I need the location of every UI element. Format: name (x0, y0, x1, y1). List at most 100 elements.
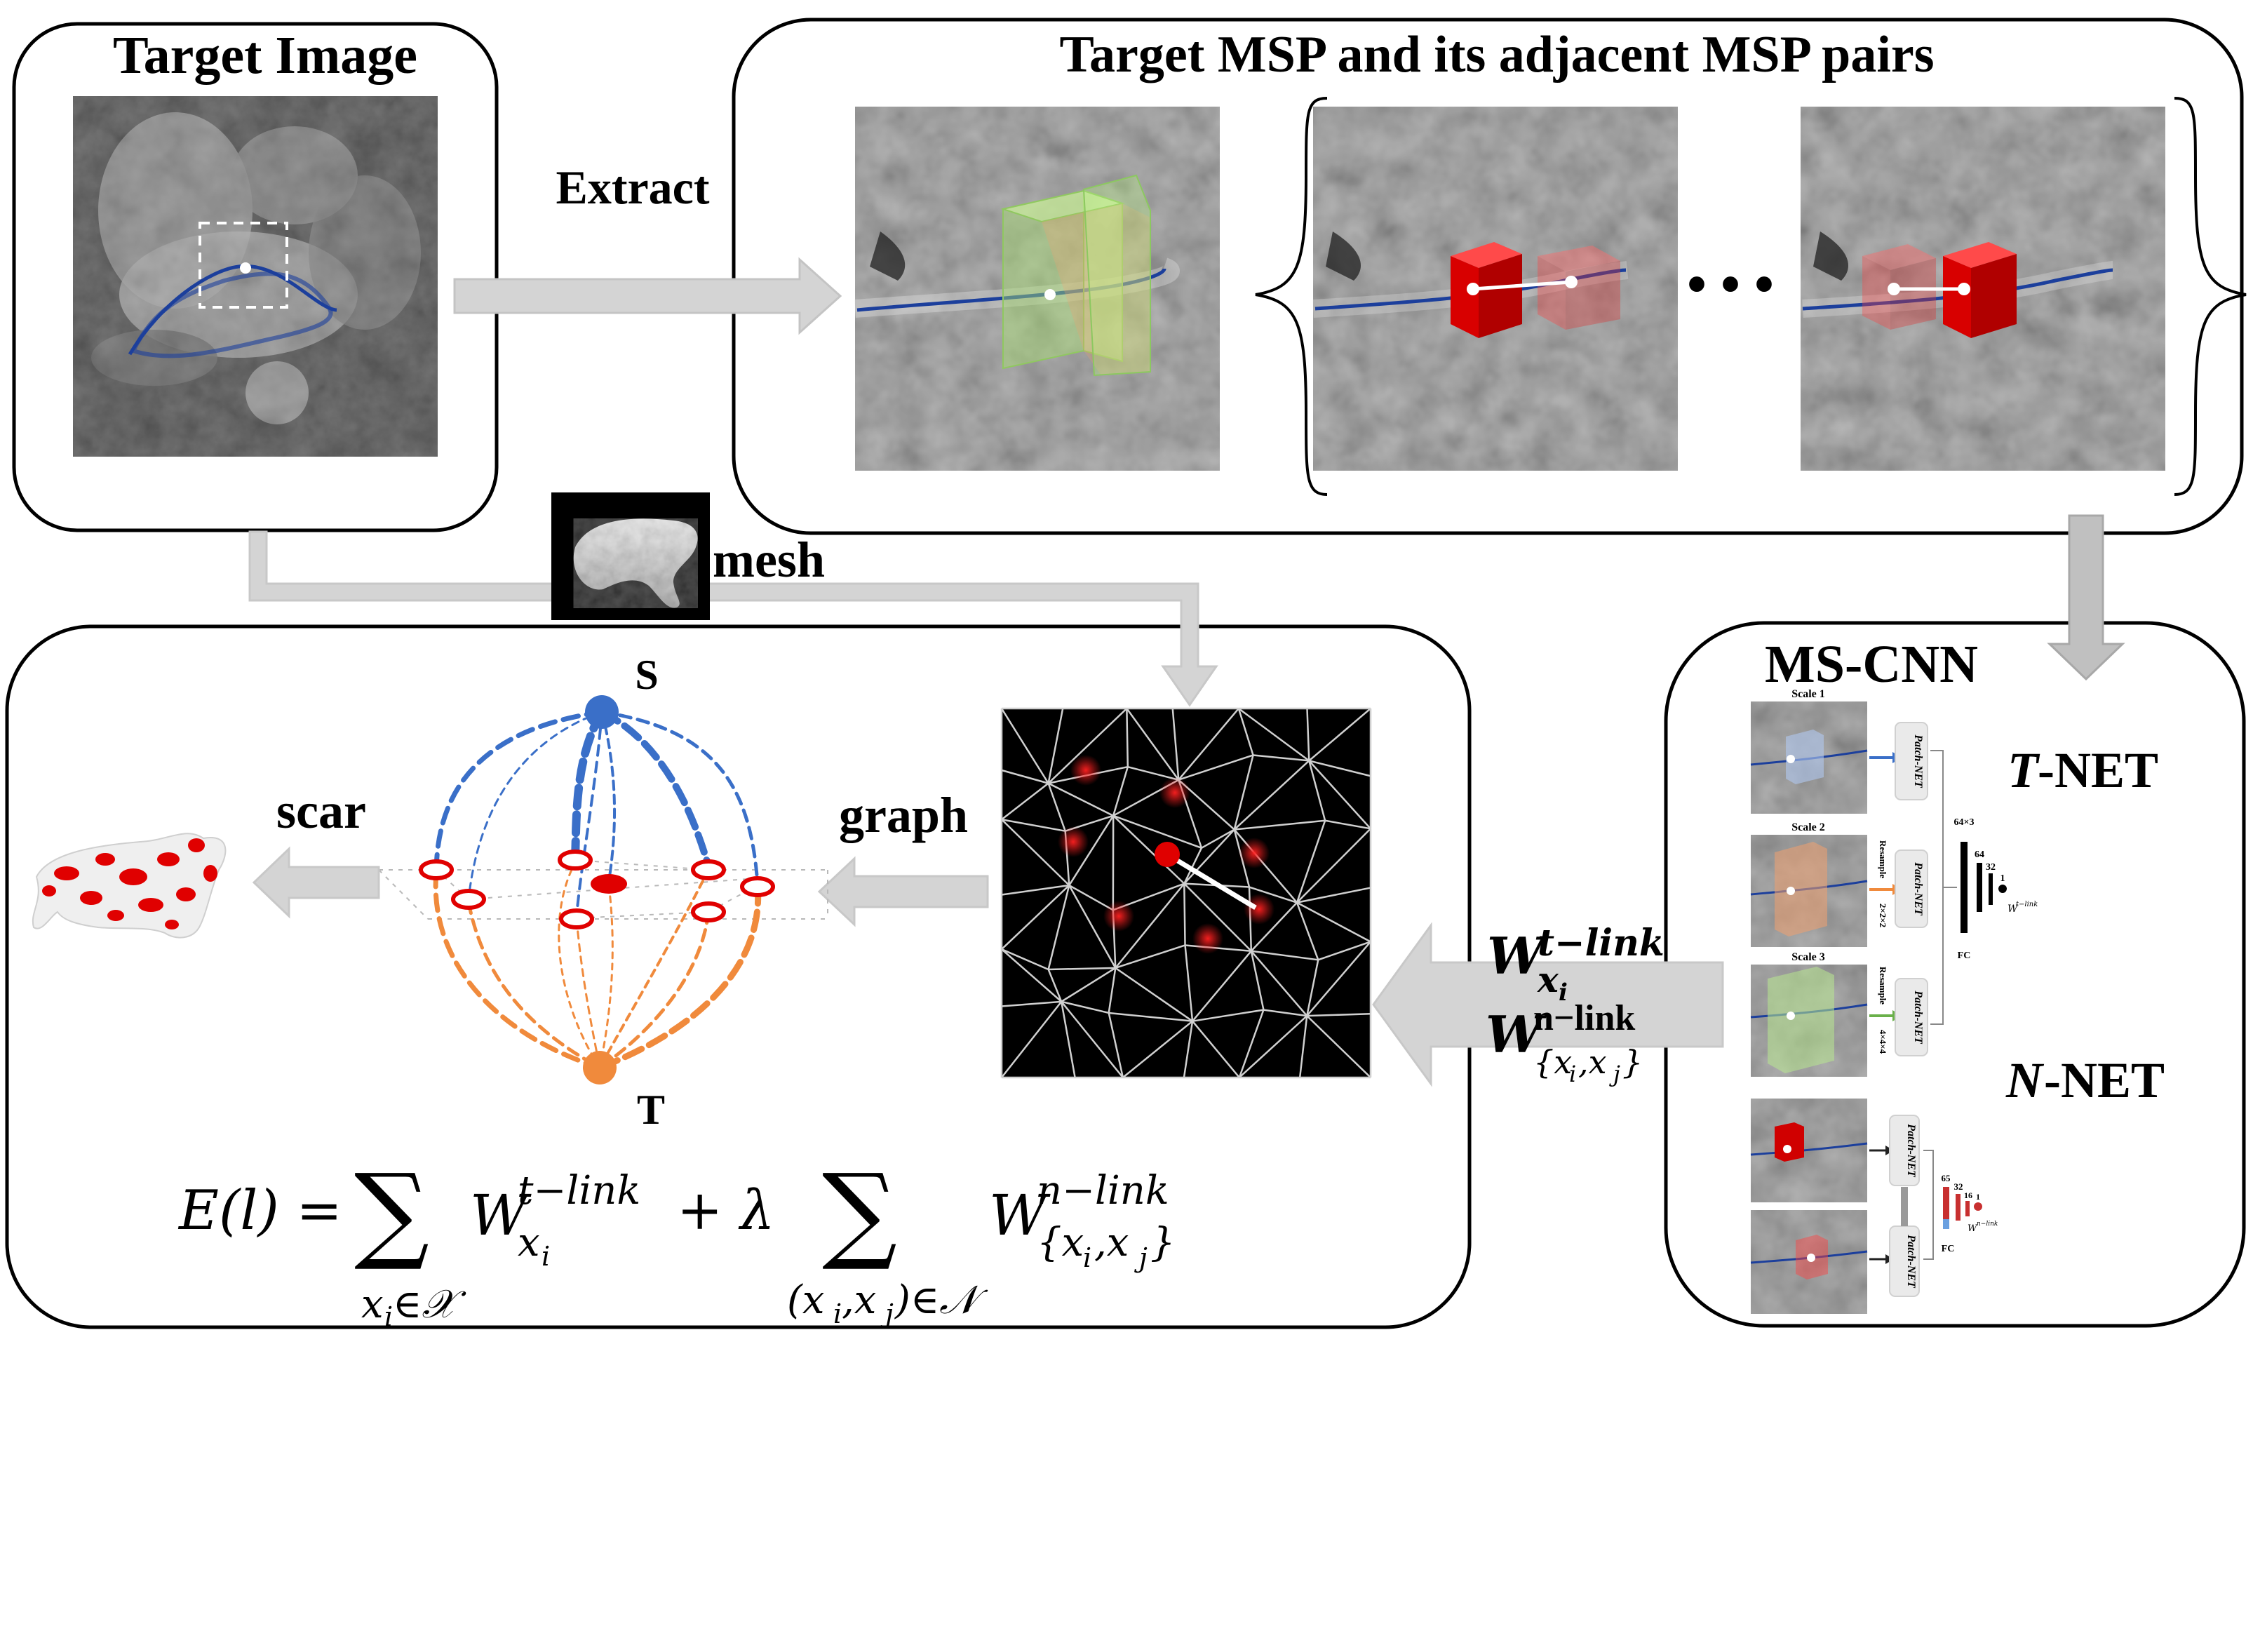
svg-text:W: W (470, 1183, 532, 1248)
n-net-diagram (1750, 1099, 1982, 1314)
svg-text:t−link: t−link (2016, 901, 2038, 908)
svg-text:{x: {x (1533, 1043, 1572, 1081)
svg-text:x: x (1537, 959, 1559, 1000)
svg-text:i: i (833, 1298, 842, 1329)
mesh-thumbnail (551, 492, 710, 620)
n-dim2-label: 16 (1964, 1190, 1972, 1200)
svg-text:t−link: t−link (518, 1168, 640, 1214)
svg-text:i: i (1559, 979, 1568, 1007)
scale3-label: Scale 3 (1791, 951, 1825, 963)
n-dim1-label: 32 (1954, 1181, 1963, 1192)
ms-cnn-title: MS-CNN (1765, 635, 1978, 694)
svg-text:E(l) =: E(l) = (177, 1179, 342, 1242)
svg-text:x: x (518, 1220, 540, 1265)
svg-text:W: W (989, 1183, 1051, 1248)
svg-text:}: } (1150, 1220, 1176, 1265)
scale2-label: Scale 2 (1791, 821, 1825, 833)
n-net-title: N -NET (2005, 1052, 2165, 1108)
weights-arrow (1372, 922, 1724, 1087)
n-dim0-label: 65 (1942, 1173, 1951, 1183)
patch-net-label-5: Patch-NET (1905, 1234, 1917, 1289)
svg-text:W: W (2007, 904, 2019, 915)
selected-node (1155, 842, 1180, 867)
msp-pairs-title: Target MSP and its adjacent MSP pairs (1059, 26, 1934, 83)
svg-text:,x: ,x (1094, 1220, 1129, 1265)
t-dim1-label: 64 (1975, 849, 1984, 860)
energy-equation: E(l) = ∑ W t−link x i + λ ∑ W n−link {x … (177, 1152, 1176, 1332)
msp-pairs-panel (732, 18, 2244, 535)
svg-text:j: j (1134, 1242, 1148, 1273)
svg-text:∑: ∑ (822, 1152, 897, 1274)
patch-net-label-4: Patch-NET (1905, 1123, 1917, 1178)
svg-text:{x: {x (1037, 1220, 1084, 1265)
t-net-title: T -NET (2007, 742, 2158, 798)
svg-text:t−link: t−link (1538, 922, 1664, 965)
svg-text:,x: ,x (842, 1277, 876, 1323)
res2-label: 2×2×2 (1878, 904, 1888, 927)
scar-mesh-image (32, 833, 227, 939)
right-brace (2174, 97, 2247, 496)
svg-text:-NET: -NET (2038, 742, 2158, 798)
svg-text:W: W (1487, 926, 1548, 986)
svg-text:∑: ∑ (354, 1152, 429, 1274)
n-fc-label: FC (1942, 1244, 1955, 1254)
t-dim0-label: 64×3 (1954, 817, 1975, 828)
svg-text:)∈𝒩: )∈𝒩 (894, 1277, 988, 1323)
svg-text:i: i (542, 1241, 550, 1272)
resample-label-2: Resample (1878, 967, 1888, 1005)
svg-text:T: T (2007, 742, 2040, 798)
t-net-mini-weight: W t−link (2007, 901, 2038, 915)
source-label: S (635, 652, 658, 698)
graph-label: graph (839, 787, 968, 843)
target-msp-image (854, 107, 1220, 471)
svg-text:W: W (1486, 1005, 1547, 1064)
st-graph (378, 695, 828, 1084)
svg-text:N: N (2005, 1052, 2045, 1108)
graph-arrow (817, 856, 989, 927)
svg-text:}: } (1622, 1043, 1643, 1081)
scar-arrow (252, 846, 380, 919)
sink-node (583, 1051, 617, 1084)
scale1-label: Scale 1 (1791, 688, 1825, 700)
mri-slice-image (73, 96, 438, 457)
svg-text:n−link: n−link (1533, 998, 1635, 1038)
svg-text:x: x (361, 1282, 384, 1327)
down-arrow-to-ms-cnn (2047, 514, 2125, 681)
target-image-title: Target Image (113, 26, 417, 85)
t-net-diagram (1750, 701, 2007, 1077)
t-link-weight-label: W t−link x i (1487, 922, 1664, 1007)
extract-label: Extract (556, 161, 709, 214)
svg-text:n−link: n−link (1037, 1168, 1169, 1214)
svg-text:∈𝒳: ∈𝒳 (393, 1282, 466, 1327)
n-dim3-label: 1 (1976, 1192, 1980, 1202)
scar-label: scar (276, 783, 366, 839)
svg-text:i: i (1569, 1061, 1576, 1087)
t-dim3-label: 1 (2000, 873, 2005, 884)
left-brace (1255, 97, 1328, 496)
svg-text:W: W (1968, 1223, 1978, 1234)
adjacent-msp-image-n (1801, 107, 2165, 471)
adjacent-msp-image-1 (1312, 107, 1678, 471)
mesh-arrow (248, 530, 1218, 707)
res4-label: 4×4×4 (1878, 1030, 1888, 1054)
resample-label-1: Resample (1878, 840, 1888, 878)
svg-text:,x: ,x (1578, 1043, 1607, 1081)
sink-label: T (637, 1087, 665, 1133)
n-net-mini-weight: W n−link (1968, 1221, 1998, 1234)
svg-text:-NET: -NET (2044, 1052, 2165, 1108)
svg-text:j: j (880, 1298, 894, 1329)
target-image-panel (12, 22, 499, 532)
svg-text:+ λ: + λ (677, 1179, 775, 1242)
patch-net-label-2: Patch-NET (1912, 861, 1924, 916)
patch-net-label-3: Patch-NET (1912, 990, 1924, 1045)
extract-patch-arrow (453, 257, 842, 335)
svg-text:j: j (1609, 1061, 1620, 1087)
patch-net-label-1: Patch-NET (1912, 734, 1924, 788)
graph-mesh-image (1000, 707, 1372, 1079)
svg-text:i: i (384, 1301, 393, 1332)
patch-box (199, 222, 288, 309)
svg-text:n−link: n−link (1977, 1221, 1998, 1228)
mesh-label: mesh (713, 532, 825, 588)
source-node (585, 695, 619, 729)
